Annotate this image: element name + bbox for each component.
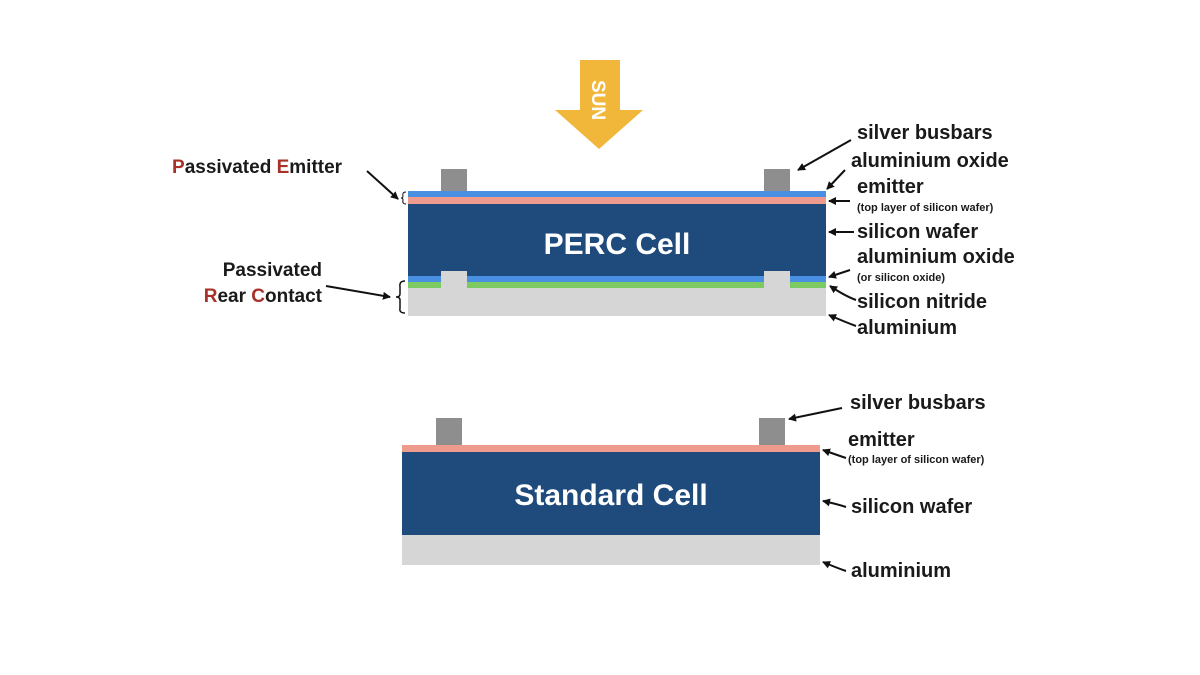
label-text: ear (217, 286, 252, 307)
arrow-perc-silicon-nitride (829, 285, 857, 301)
perc-aluminium-oxide-rear-layer (408, 276, 826, 282)
perc-label-aluminium-oxide-top: aluminium oxide (851, 150, 1009, 172)
arrow-perc-aluminium-oxide-rear (828, 269, 851, 279)
standard-cell-title: Standard Cell (514, 479, 708, 512)
brace-passivated-emitter (400, 191, 407, 205)
perc-label-aluminium-oxide-rear-note: (or silicon oxide) (857, 272, 946, 284)
arrow-standard-silicon-wafer (822, 498, 847, 508)
perc-label-silicon-wafer: silicon wafer (857, 221, 979, 243)
label-highlight-letter: C (251, 286, 265, 307)
perc-cell-title: PERC Cell (543, 228, 691, 261)
arrow-perc-aluminium (828, 314, 857, 327)
arrow-passivated-rear-contact (325, 285, 391, 300)
perc-label-emitter-note: (top layer of silicon wafer) (857, 202, 994, 214)
brace-passivated-rear-contact (395, 280, 406, 314)
label-highlight-letter: E (276, 157, 290, 178)
standard-label-silicon-wafer: silicon wafer (851, 496, 973, 518)
standard-label-aluminium: aluminium (851, 560, 952, 582)
arrow-perc-silver-busbars (797, 139, 852, 171)
label-text: mitter (289, 157, 343, 178)
standard-aluminium-layer (402, 535, 820, 565)
standard-label-emitter-note: (top layer of silicon wafer) (848, 454, 985, 466)
perc-busbar-right (764, 169, 790, 192)
label-highlight-letter: R (203, 286, 218, 307)
passivated-rear-contact-label: Passivated Rear Contact (182, 258, 322, 310)
standard-silicon-wafer-layer: Standard Cell (402, 452, 820, 535)
arrow-standard-aluminium (822, 561, 847, 572)
standard-label-emitter: emitter (848, 429, 915, 451)
perc-silicon-nitride-layer (408, 282, 826, 288)
standard-busbar-left (436, 418, 462, 445)
perc-aluminium-layer (408, 288, 826, 316)
perc-emitter-layer (408, 197, 826, 204)
label-highlight-letter: P (172, 157, 185, 178)
arrow-standard-emitter (822, 448, 847, 459)
arrow-perc-aluminium-oxide-top (826, 169, 846, 190)
perc-label-aluminium: aluminium (857, 317, 958, 339)
perc-rear-contact-right (764, 271, 790, 289)
perc-label-aluminium-oxide-rear: aluminium oxide (857, 246, 1015, 268)
passivated-emitter-label: Passivated Emitter (172, 155, 342, 181)
perc-silicon-wafer-layer: PERC Cell (408, 204, 826, 276)
standard-busbar-right (759, 418, 785, 445)
label-text: assivated (184, 157, 277, 178)
perc-label-emitter: emitter (857, 176, 924, 198)
standard-label-silver-busbars: silver busbars (850, 392, 986, 414)
perc-busbar-left (441, 169, 467, 192)
perc-aluminium-oxide-top-layer (408, 191, 826, 197)
arrow-passivated-emitter (366, 170, 399, 200)
sun-label: SUN (587, 80, 608, 120)
label-line-2: Rear Contact (182, 284, 322, 310)
standard-emitter-layer (402, 445, 820, 452)
sun-arrow-shape (555, 60, 643, 149)
arrow-standard-silver-busbars (788, 407, 843, 422)
label-text: ontact (265, 286, 322, 307)
perc-label-silver-busbars: silver busbars (857, 122, 993, 144)
label-line-1: Passivated (222, 260, 322, 281)
perc-label-silicon-nitride: silicon nitride (857, 291, 988, 313)
perc-rear-contact-left (441, 271, 467, 289)
